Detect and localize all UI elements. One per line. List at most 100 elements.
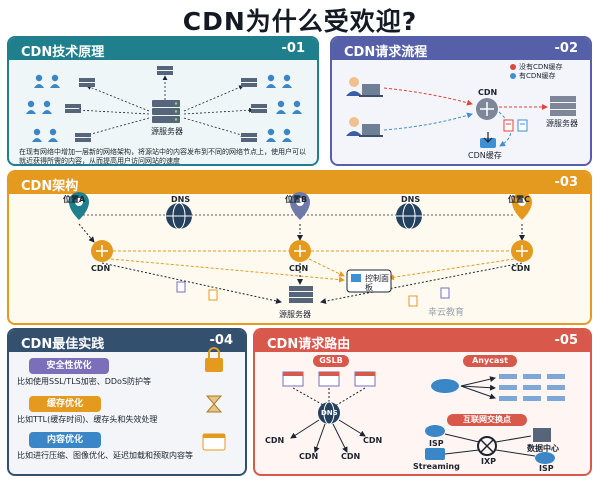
cdn-node-icon — [511, 240, 533, 262]
request-flow-diagram — [346, 77, 576, 148]
cdn-label: CDN — [91, 264, 111, 273]
cdn-label: CDN — [289, 264, 309, 273]
cdn-node-icon — [91, 240, 113, 262]
cache-optimization-tag: 缓存优化 — [29, 396, 101, 412]
panel-title: CDN最佳实践 — [21, 337, 105, 352]
user-icon — [282, 74, 292, 88]
user-icon — [32, 128, 42, 142]
dns-globe-icon — [318, 401, 340, 425]
user-laptop-icon — [346, 117, 383, 137]
page-title: CDN为什么受欢迎? — [182, 7, 418, 36]
cdn-label: CDN — [478, 88, 498, 97]
content-optimization-desc: 比如进行压缩、图像优化、延迟加载和预取内容等 — [17, 451, 193, 460]
origin-server-icon — [152, 100, 180, 123]
user-icon — [266, 128, 276, 142]
legend-no-cache-label: 没有CDN缓存 — [519, 63, 563, 71]
monitor-icon — [354, 371, 376, 387]
panel-title: CDN请求路由 — [267, 337, 351, 352]
security-optimization-desc: 比如使用SSL/TLS加密、DDoS防护等 — [17, 377, 152, 386]
panel-number: -01 — [281, 41, 306, 56]
dns-label: DNS — [171, 195, 191, 204]
isp-label: ISP — [539, 464, 554, 473]
ixp-tag: 互联网交换点 — [447, 414, 527, 426]
cdn-cache-label: CDN缓存 — [468, 151, 502, 160]
dns-label: DNS — [321, 409, 338, 417]
cache-optimization-desc: 比如TTL(缓存时间)、缓存头和失效处理 — [17, 415, 158, 424]
cdn-router-icon — [476, 98, 498, 120]
cdn-node-label: CDN — [265, 436, 285, 445]
dns-globe-icon — [396, 202, 422, 230]
document-icon — [408, 295, 418, 307]
panel-title: CDN架构 — [21, 179, 79, 194]
cdn-node-label: CDN — [363, 436, 383, 445]
architecture-diagram — [69, 192, 533, 307]
ixp-label: IXP — [481, 457, 497, 466]
panel-title: CDN技术原理 — [21, 45, 105, 60]
panel-request-routing: CDN请求路由 -05 GSLB Anycast 互联网交换点 — [253, 328, 592, 476]
location-a-label: 位置A — [63, 195, 86, 204]
cdn-label: CDN — [511, 264, 531, 273]
panel-header: CDN请求路由 -05 — [255, 330, 590, 352]
panel-header: CDN请求流程 -02 — [332, 38, 590, 60]
control-panel-icon — [346, 269, 392, 293]
isp-label: ISP — [429, 439, 444, 448]
panel-best-practices: CDN最佳实践 -04 安全性优化 比如使用SSL/TLS加密、DDoS防护等 … — [7, 328, 247, 476]
location-pin-icon — [290, 192, 310, 220]
user-icon — [266, 74, 276, 88]
watermark: 幸云教育 — [428, 308, 465, 318]
streaming-icon — [425, 448, 445, 460]
document-icon — [503, 119, 514, 132]
datacenter-label: 数据中心 — [527, 444, 559, 453]
user-icon — [50, 74, 60, 88]
practice-icons — [202, 347, 226, 451]
hourglass-icon — [205, 395, 223, 413]
panel-header: CDN架构 -03 — [9, 172, 590, 194]
panel-number: -03 — [554, 175, 579, 190]
user-icon — [34, 74, 44, 88]
gslb-tag: GSLB — [313, 355, 349, 367]
user-laptop-icon — [346, 77, 383, 97]
user-icon — [282, 128, 292, 142]
webpage-icon — [202, 433, 226, 451]
anycast-tag: Anycast — [463, 355, 517, 367]
origin-server-label: 源服务器 — [546, 119, 578, 128]
legend-cache: 有CDN缓存 — [510, 71, 556, 81]
user-icon — [48, 128, 58, 142]
origin-server-label: 源服务器 — [151, 127, 183, 136]
document-icon — [517, 119, 528, 132]
cloud-icon — [425, 425, 445, 437]
security-optimization-tag: 安全性优化 — [29, 358, 109, 374]
ixp-hub-icon — [477, 436, 497, 456]
panel-number: -04 — [209, 333, 234, 348]
panel-request-flow: CDN请求流程 -02 没有CDN缓存 有CDN缓存 — [330, 36, 592, 166]
control-panel-label: 控制面板 — [365, 274, 389, 292]
streaming-label: Streaming — [413, 462, 460, 471]
panel-title: CDN请求流程 — [344, 45, 428, 60]
panel-cdn-architecture: CDN架构 -03 — [7, 170, 592, 325]
user-icon — [42, 100, 52, 114]
location-pin-icon — [69, 192, 89, 220]
origin-server-label: 源服务器 — [279, 310, 311, 319]
document-icon — [176, 281, 186, 293]
content-optimization-tag: 内容优化 — [29, 432, 101, 448]
cdn-node-label: CDN — [341, 452, 361, 461]
document-icon — [440, 287, 450, 299]
location-pin-icon — [512, 192, 532, 220]
origin-server-icon — [550, 96, 576, 116]
cdn-cache-icon — [480, 132, 496, 148]
datacenter-icon — [533, 428, 551, 442]
dns-globe-icon — [166, 202, 192, 230]
location-c-label: 位置C — [508, 195, 530, 204]
origin-server-icon — [289, 286, 313, 303]
principle-description: 在现有网络中增加一层新的网络架构，将源站中的内容发布到不同的网络节点上，使用户可… — [19, 148, 306, 165]
document-icon — [208, 289, 218, 301]
panel-header: CDN最佳实践 -04 — [9, 330, 245, 352]
user-icon — [292, 100, 302, 114]
cloud-icon — [535, 452, 555, 464]
legend-cache-label: 有CDN缓存 — [519, 72, 556, 80]
user-icon — [276, 100, 286, 114]
routing-diagram — [282, 371, 565, 464]
panel-number: -02 — [554, 41, 579, 56]
user-icon — [26, 100, 36, 114]
lock-icon — [205, 347, 223, 372]
